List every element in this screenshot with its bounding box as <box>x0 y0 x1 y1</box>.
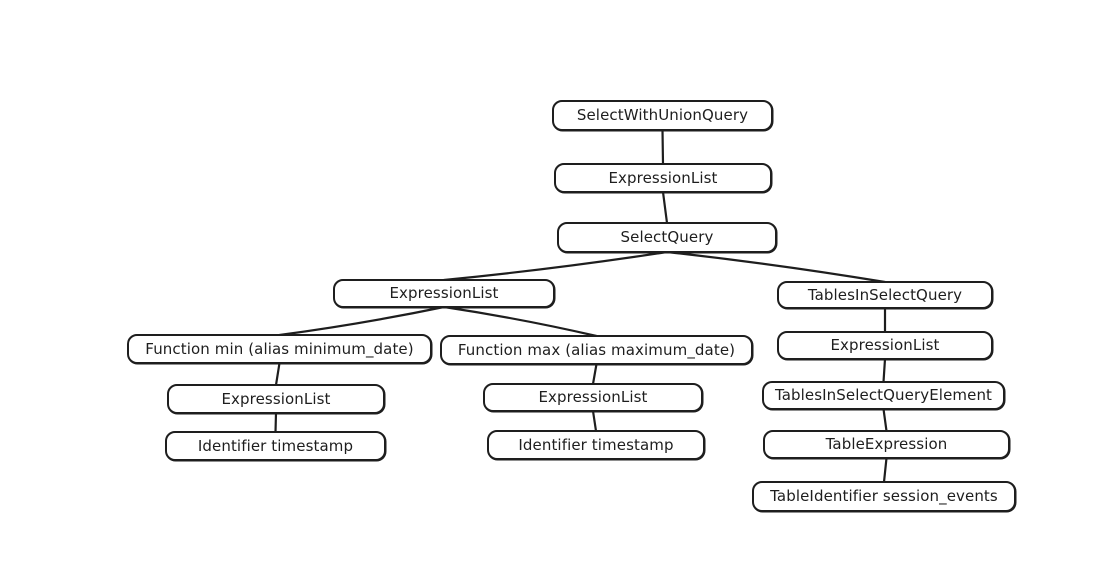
tree-node-identifier-timestamp-min: Identifier timestamp <box>165 431 386 461</box>
node-label: Function min (alias minimum_date) <box>145 339 414 358</box>
node-label: TablesInSelectQuery <box>807 285 963 304</box>
node-label: ExpressionList <box>389 284 499 302</box>
edge-function-min--expression-list-under-min <box>274 361 281 387</box>
node-label: Identifier timestamp <box>518 435 674 454</box>
edge-table-expression--table-identifier <box>882 456 888 484</box>
tree-node-identifier-timestamp-max: Identifier timestamp <box>487 430 705 460</box>
tree-node-expression-list-top: ExpressionList <box>554 163 772 193</box>
tree-node-tables-in-select-query-element: TablesInSelectQueryElement <box>762 381 1005 410</box>
tree-node-table-expression: TableExpression <box>763 430 1010 459</box>
tree-node-expression-list-left: ExpressionList <box>333 279 555 308</box>
node-label: ExpressionList <box>830 336 940 354</box>
node-label: ExpressionList <box>608 168 718 187</box>
edge-tables-in-select-query-element--table-expression <box>882 407 888 433</box>
tree-node-expression-list-under-min: ExpressionList <box>167 384 385 414</box>
node-label: Identifier timestamp <box>197 436 354 455</box>
node-label: Function max (alias maximum_date) <box>457 340 736 359</box>
edge-expression-list-under-min--identifier-timestamp-min <box>274 411 278 434</box>
node-label: TablesInSelectQueryElement <box>774 386 993 404</box>
edge-select-query--expression-list-left <box>442 250 669 282</box>
tree-node-table-identifier: TableIdentifier session_events <box>752 481 1016 512</box>
node-label: SelectQuery <box>620 228 714 246</box>
edge-expression-list-left--function-min <box>278 305 446 337</box>
node-label: ExpressionList <box>538 388 648 406</box>
tree-node-select-with-union-query: SelectWithUnionQuery <box>552 100 773 131</box>
edge-expression-list-top--select-query <box>661 190 669 225</box>
tree-node-function-min: Function min (alias minimum_date) <box>127 334 432 364</box>
edge-select-query--tables-in-select-query <box>665 250 887 284</box>
edge-expression-list-under-max--identifier-timestamp-max <box>591 409 598 433</box>
edge-function-max--expression-list-under-max <box>591 362 598 386</box>
node-label: ExpressionList <box>221 389 331 408</box>
node-label: TableExpression <box>825 435 948 453</box>
tree-node-expression-list-under-max: ExpressionList <box>483 383 703 412</box>
tree-node-expression-list-right: ExpressionList <box>777 331 993 360</box>
tree-node-tables-in-select-query: TablesInSelectQuery <box>777 281 993 309</box>
edge-expression-list-right--tables-in-select-query-element <box>882 357 887 384</box>
tree-node-select-query: SelectQuery <box>557 222 777 253</box>
edge-select-with-union-query--expression-list-top <box>661 128 665 166</box>
node-label: TableIdentifier session_events <box>770 487 998 505</box>
tree-node-function-max: Function max (alias maximum_date) <box>440 335 753 365</box>
node-label: SelectWithUnionQuery <box>576 106 749 124</box>
edge-expression-list-left--function-max <box>442 305 598 338</box>
